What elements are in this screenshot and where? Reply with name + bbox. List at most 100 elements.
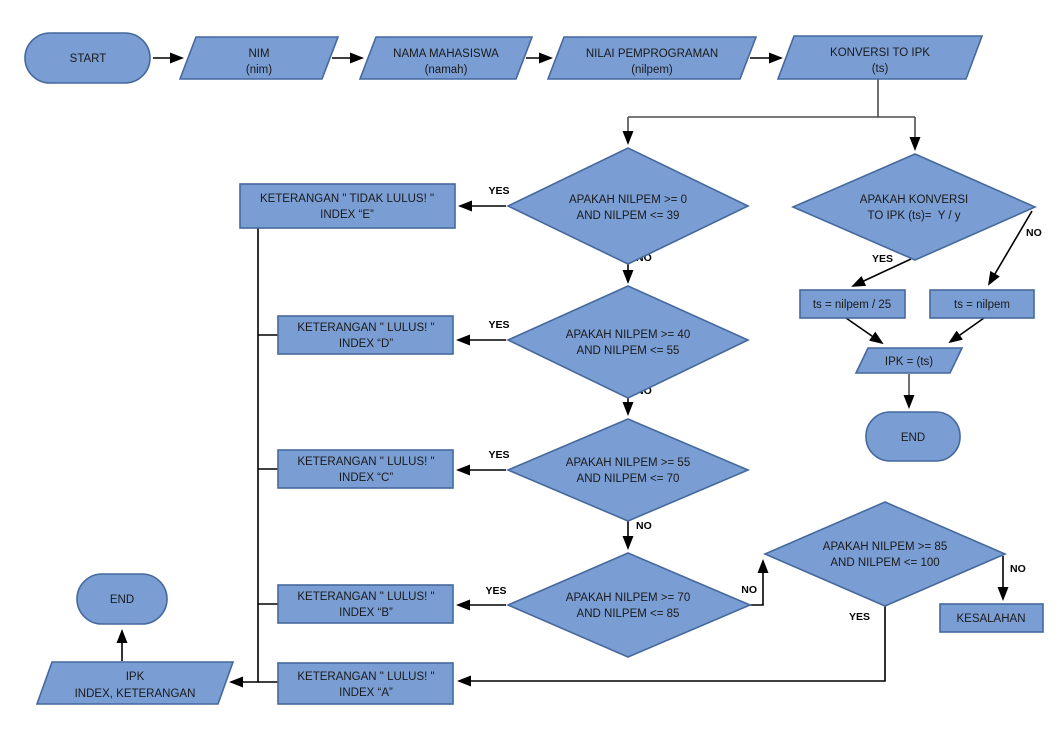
end-right-terminator-shape	[865, 411, 961, 462]
keterangan-c-line2: INDEX “C”	[339, 472, 393, 484]
decision-70-85-line2: AND NILPEM <= 85	[577, 608, 680, 620]
node-input-nilai: NILAI PEMPROGRAMAN (nilpem)	[546, 36, 758, 80]
nim-parallelogram-shape	[178, 36, 340, 80]
node-start: START	[24, 32, 151, 84]
keterangan-d-box-shape	[277, 315, 454, 355]
node-keterangan-c: KETERANGAN " LULUS! " INDEX “C”	[277, 449, 454, 489]
end-right-label: END	[901, 432, 925, 444]
node-input-nim: NIM (nim)	[178, 36, 340, 80]
node-end-left: END	[76, 573, 168, 625]
keterangan-a-line2: INDEX “A”	[339, 687, 393, 699]
label-yes-deckonversi: YES	[872, 253, 893, 265]
decision-55-70-diamond-shape	[505, 418, 751, 522]
kesalahan-box-shape	[939, 603, 1044, 633]
node-input-nama: NAMA MAHASISWA (namah)	[358, 36, 534, 80]
node-decision-70-85: APAKAH NILPEM >= 70 AND NILPEM <= 85	[505, 552, 753, 658]
decision-85-100-line1: APAKAH NILPEM >= 85	[823, 541, 947, 553]
label-yes-dec70-85: YES	[485, 585, 506, 597]
decision-konversi-line1: APAKAH KONVERSI	[860, 194, 968, 206]
node-decision-55-70: APAKAH NILPEM >= 55 AND NILPEM <= 70	[505, 418, 751, 522]
nilai-label-line2: (nilpem)	[631, 64, 673, 76]
nim-label-line1: NIM	[248, 48, 269, 60]
node-decision-konversi: APAKAH KONVERSI TO IPK (ts)= Y / y	[790, 153, 1037, 261]
decision-konversi-line2: TO IPK (ts)= Y / y	[868, 210, 961, 222]
label-yes-dec55-70: YES	[488, 449, 509, 461]
edge-collector	[229, 228, 259, 688]
keterangan-c-box-shape	[277, 449, 454, 489]
ts-div25-label: ts = nilpem / 25	[813, 299, 891, 311]
edge-konversi-split	[628, 79, 915, 118]
keterangan-e-box-shape	[239, 183, 456, 229]
node-ts-div25: ts = nilpem / 25	[799, 289, 906, 319]
decision-0-39-line2: AND NILPEM <= 39	[577, 210, 680, 222]
konversi-parallelogram-shape	[776, 35, 984, 80]
ts-nilpem-label: ts = nilpem	[954, 299, 1010, 311]
edge-dec85-100-yes	[457, 606, 886, 687]
end-left-terminator-shape	[76, 573, 168, 625]
nama-label-line2: (namah)	[425, 64, 468, 76]
decision-konversi-diamond-shape	[790, 153, 1037, 261]
decision-70-85-line1: APAKAH NILPEM >= 70	[566, 592, 690, 604]
keterangan-b-line1: KETERANGAN " LULUS! "	[297, 591, 434, 603]
edge-labels: YES NO YES NO YES NO YES NO YES NO YES N…	[485, 185, 1041, 623]
decision-85-100-diamond-shape	[762, 501, 1008, 607]
start-terminator-shape	[24, 32, 151, 84]
keterangan-e-line1: KETERANGAN " TIDAK LULUS! "	[260, 193, 434, 205]
ts-nilpem-box-shape	[929, 289, 1035, 319]
keterangan-a-box-shape	[277, 662, 454, 705]
label-no-dec85-100: NO	[1010, 563, 1026, 575]
node-decision-40-55: APAKAH NILPEM >= 40 AND NILPEM <= 55	[506, 285, 750, 399]
label-yes-dec40-55: YES	[488, 319, 509, 331]
node-decision-0-39: APAKAH NILPEM >= 0 AND NILPEM <= 39	[506, 147, 750, 265]
node-keterangan-b: KETERANGAN " LULUS! " INDEX “B”	[277, 584, 454, 624]
ipk-ts-label: IPK = (ts)	[885, 356, 933, 368]
keterangan-a-line1: KETERANGAN " LULUS! "	[297, 671, 434, 683]
node-keterangan-e: KETERANGAN " TIDAK LULUS! " INDEX “E”	[239, 183, 456, 229]
keterangan-d-line1: KETERANGAN " LULUS! "	[297, 322, 434, 334]
keterangan-c-line1: KETERANGAN " LULUS! "	[297, 456, 434, 468]
keterangan-e-line2: INDEX “E”	[320, 209, 374, 221]
decision-40-55-line2: AND NILPEM <= 55	[577, 345, 680, 357]
decision-40-55-line1: APAKAH NILPEM >= 40	[566, 329, 690, 341]
kesalahan-label: KESALAHAN	[956, 613, 1025, 625]
node-input-konversi: KONVERSI TO IPK (ts)	[776, 35, 984, 80]
output-ipk-line1: IPK	[126, 671, 145, 683]
decision-70-85-diamond-shape	[505, 552, 753, 658]
node-output-ipk: IPK INDEX, KETERANGAN	[35, 661, 235, 705]
decision-0-39-diamond-shape	[506, 147, 750, 265]
edges	[116, 52, 1033, 688]
konversi-label-line2: (ts)	[872, 63, 889, 75]
label-yes-dec0-39: YES	[488, 185, 509, 197]
node-decision-85-100: APAKAH NILPEM >= 85 AND NILPEM <= 100	[762, 501, 1008, 607]
node-ipk-ts: IPK = (ts)	[854, 347, 964, 374]
nilai-parallelogram-shape	[546, 36, 758, 80]
output-ipk-parallelogram-shape	[35, 661, 235, 705]
nim-label-line2: (nim)	[246, 64, 272, 76]
label-no-dec70-85: NO	[741, 584, 757, 596]
label-yes-dec85-100: YES	[849, 611, 870, 623]
output-ipk-line2: INDEX, KETERANGAN	[75, 688, 196, 700]
ipk-ts-parallelogram-shape	[854, 347, 964, 374]
node-end-right: END	[865, 411, 961, 462]
nama-label-line1: NAMA MAHASISWA	[393, 48, 499, 60]
node-ts-nilpem: ts = nilpem	[929, 289, 1035, 319]
edge-tseq-ipkts	[948, 317, 985, 344]
decision-40-55-diamond-shape	[506, 285, 750, 399]
keterangan-b-box-shape	[277, 584, 454, 624]
nama-parallelogram-shape	[358, 36, 534, 80]
edge-dec70-85-no	[750, 559, 769, 606]
edge-deckonversi-yes	[851, 258, 912, 287]
decision-85-100-line2: AND NILPEM <= 100	[830, 557, 939, 569]
decision-55-70-line2: AND NILPEM <= 70	[577, 473, 680, 485]
nilai-label-line1: NILAI PEMPROGRAMAN	[586, 48, 718, 60]
edge-tsdiv-ipkts	[845, 317, 884, 345]
edge-deckonversi-no	[987, 210, 1033, 286]
label-no-deckonversi: NO	[1026, 227, 1042, 239]
end-left-label: END	[110, 594, 134, 606]
konversi-label-line1: KONVERSI TO IPK	[830, 47, 930, 59]
keterangan-b-line2: INDEX “B”	[339, 607, 393, 619]
label-no-dec55-70: NO	[636, 520, 652, 532]
ts-div25-box-shape	[799, 289, 906, 319]
